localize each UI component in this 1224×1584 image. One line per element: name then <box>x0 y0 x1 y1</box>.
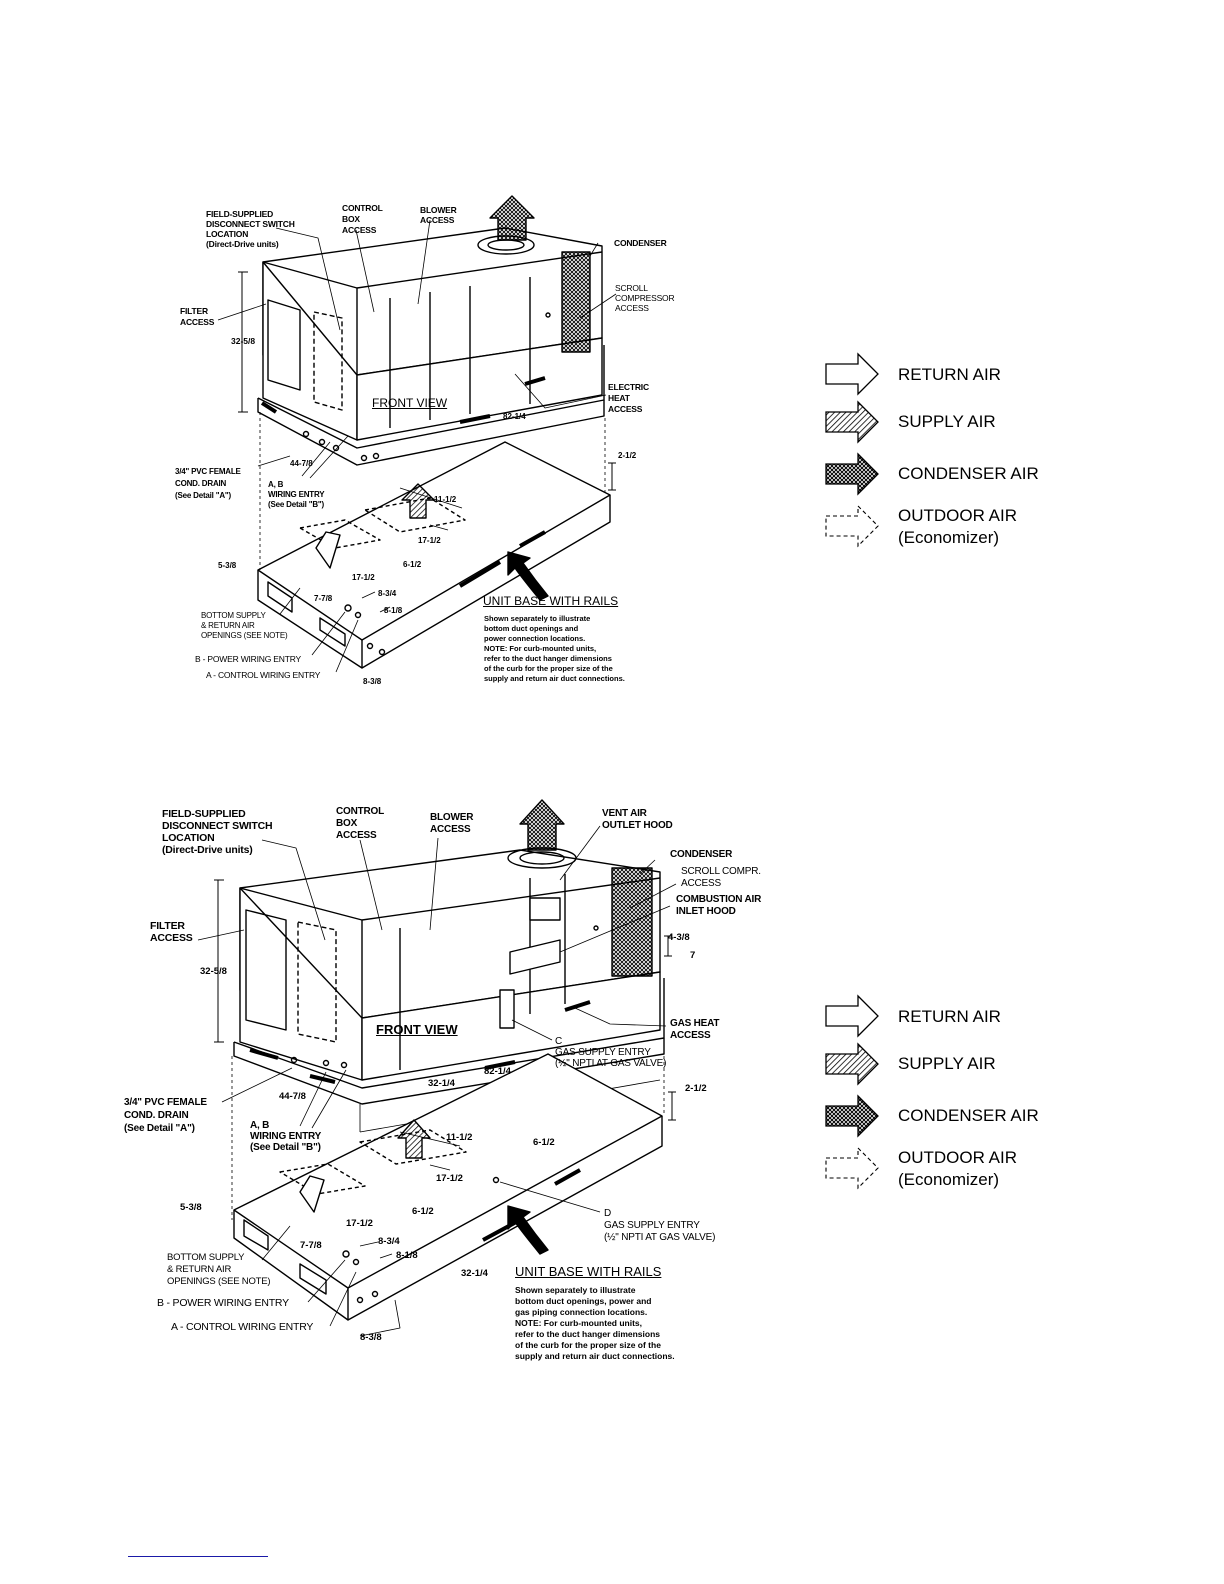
dim-d8: 8-1/8 <box>384 606 403 615</box>
gas-supply-c-label: C GAS SUPPLY ENTRY (½" NPTI AT GAS VALVE… <box>555 1036 667 1069</box>
dim-height: 32-5/8 <box>231 336 256 346</box>
legend-label: OUTDOOR AIR (Economizer) <box>898 1148 1018 1189</box>
vent-hood-label: VENT AIR OUTLET HOOD <box>602 808 673 831</box>
legend-supply-air: SUPPLY AIR <box>820 1040 1080 1090</box>
electric-heat-label: ELECTRIC HEAT ACCESS <box>608 382 649 414</box>
dim-d4: 17-1/2 <box>352 573 375 582</box>
legend-label: RETURN AIR <box>898 365 1001 384</box>
airflow-legend-bottom: RETURN AIR SUPPLY AIR CONDENSER AIR OUTD… <box>820 992 1080 1202</box>
power-wiring-label: B - POWER WIRING ENTRY <box>195 654 301 664</box>
legend-outdoor-air: OUTDOOR AIR (Economizer) <box>820 502 1080 552</box>
gas-unit-drawing <box>197 799 677 1337</box>
wiring-entry-label: A, B WIRING ENTRY (See Detail "B") <box>268 480 325 509</box>
dim-depth: 44-7/8 <box>279 1091 306 1102</box>
condenser-label: CONDENSER <box>670 849 733 860</box>
dim-rail: 2-1/2 <box>618 451 637 460</box>
disconnect-switch-label: FIELD-SUPPLIED DISCONNECT SWITCH LOCATIO… <box>162 808 273 856</box>
legend-condenser-air: CONDENSER AIR <box>820 450 1080 500</box>
blower-access-label: BLOWER ACCESS <box>430 812 474 835</box>
dim-d7: 8-3/4 <box>378 589 397 598</box>
dim-width2: 32-1/4 <box>461 1268 488 1279</box>
unit-base-note: Shown separately to illustrate bottom du… <box>515 1285 675 1361</box>
dim-height: 32-5/8 <box>200 966 227 977</box>
combustion-hood-label: COMBUSTION AIR INLET HOOD <box>676 894 762 917</box>
legend-supply-air: SUPPLY AIR <box>820 398 1080 448</box>
front-view-title: FRONT VIEW <box>372 396 448 410</box>
unit-base-note: Shown separately to illustrate bottom du… <box>484 614 625 683</box>
outline-arrow-icon <box>825 994 879 1038</box>
gas-supply-d-label: D GAS SUPPLY ENTRY (½" NPTI AT GAS VALVE… <box>604 1208 716 1243</box>
dashed-arrow-icon <box>825 1146 879 1190</box>
dim-d9: 8-3/8 <box>360 1332 382 1343</box>
legend-label: CONDENSER AIR <box>898 1106 1039 1125</box>
legend-label: OUTDOOR AIR (Economizer) <box>898 506 1018 547</box>
dim-d4: 17-1/2 <box>346 1218 373 1229</box>
scroll-compressor-label: SCROLL COMPR. ACCESS <box>681 866 761 889</box>
dim-d10: 6-1/2 <box>533 1137 555 1148</box>
dim-d3: 6-1/2 <box>412 1206 434 1217</box>
crosshatched-arrow-icon <box>825 1094 879 1138</box>
footnote-rule <box>128 1556 268 1557</box>
dim-d5: 5-3/8 <box>180 1202 202 1213</box>
dim-d6: 7-7/8 <box>300 1240 322 1251</box>
dim-d7: 8-3/4 <box>378 1236 400 1247</box>
control-box-label: CONTROL BOX ACCESS <box>342 203 383 235</box>
dim-d8: 8-1/8 <box>396 1250 418 1261</box>
scroll-compressor-label: SCROLL COMPRESSOR ACCESS <box>615 283 675 313</box>
control-wiring-label: A - CONTROL WIRING ENTRY <box>206 670 321 680</box>
dim-d6: 7-7/8 <box>314 594 333 603</box>
dim-depth: 44-7/8 <box>290 459 313 468</box>
crosshatched-arrow-icon <box>825 452 879 496</box>
hatched-arrow-icon <box>825 1042 879 1086</box>
airflow-legend-top: RETURN AIR SUPPLY AIR CONDENSER AIR OUTD… <box>820 350 1080 560</box>
dim-hood2: 7 <box>690 950 696 961</box>
front-view-title: FRONT VIEW <box>376 1022 458 1037</box>
pvc-drain-label: 3/4" PVC FEMALE COND. DRAIN (See Detail … <box>175 467 241 500</box>
dim-length: 82-1/4 <box>503 412 526 421</box>
bottom-supply-label: BOTTOM SUPPLY & RETURN AIR OPENINGS (SEE… <box>201 611 288 640</box>
dim-width: 32-1/4 <box>428 1078 455 1089</box>
dim-d2: 17-1/2 <box>418 536 441 545</box>
cooling-unit-figure: FIELD-SUPPLIED DISCONNECT SWITCH LOCATIO… <box>0 0 1224 720</box>
legend-label: SUPPLY AIR <box>898 412 996 431</box>
legend-return-air: RETURN AIR <box>820 992 1080 1042</box>
filter-access-label: FILTER ACCESS <box>180 306 215 327</box>
dashed-arrow-icon <box>825 504 879 548</box>
dim-length: 82-1/4 <box>484 1066 511 1077</box>
filter-access-label: FILTER ACCESS <box>150 920 193 944</box>
unit-base-title: UNIT BASE WITH RAILS <box>515 1264 662 1279</box>
control-box-label: CONTROL BOX ACCESS <box>336 806 385 841</box>
legend-condenser-air: CONDENSER AIR <box>820 1092 1080 1142</box>
disconnect-switch-label: FIELD-SUPPLIED DISCONNECT SWITCH LOCATIO… <box>206 209 295 249</box>
dim-hood1: 4-3/8 <box>668 932 690 943</box>
bottom-supply-label: BOTTOM SUPPLY & RETURN AIR OPENINGS (SEE… <box>167 1252 271 1287</box>
condenser-label: CONDENSER <box>614 238 667 248</box>
power-wiring-label: B - POWER WIRING ENTRY <box>157 1297 289 1309</box>
legend-outdoor-air: OUTDOOR AIR (Economizer) <box>820 1144 1080 1194</box>
legend-label: RETURN AIR <box>898 1007 1001 1026</box>
dim-d1: 11-1/2 <box>446 1132 473 1143</box>
cooling-unit-drawing <box>217 195 617 673</box>
dim-d3: 6-1/2 <box>403 560 422 569</box>
gas-unit-figure: FIELD-SUPPLIED DISCONNECT SWITCH LOCATIO… <box>0 780 1224 1400</box>
hatched-arrow-icon <box>825 400 879 444</box>
pvc-drain-label: 3/4" PVC FEMALE COND. DRAIN (See Detail … <box>124 1097 207 1134</box>
dim-d2: 17-1/2 <box>436 1173 463 1184</box>
dim-d1: 11-1/2 <box>434 495 457 504</box>
gas-heat-label: GAS HEAT ACCESS <box>670 1018 720 1041</box>
blower-access-label: BLOWER ACCESS <box>420 205 457 225</box>
legend-return-air: RETURN AIR <box>820 350 1080 400</box>
control-wiring-label: A - CONTROL WIRING ENTRY <box>171 1321 314 1333</box>
dim-rail: 2-1/2 <box>685 1083 707 1094</box>
wiring-entry-label: A, B WIRING ENTRY (See Detail "B") <box>250 1120 322 1153</box>
dim-d5: 5-3/8 <box>218 561 237 570</box>
unit-base-title: UNIT BASE WITH RAILS <box>483 594 619 608</box>
legend-label: SUPPLY AIR <box>898 1054 996 1073</box>
legend-label: CONDENSER AIR <box>898 464 1039 483</box>
dim-d9: 8-3/8 <box>363 677 382 686</box>
outline-arrow-icon <box>825 352 879 396</box>
